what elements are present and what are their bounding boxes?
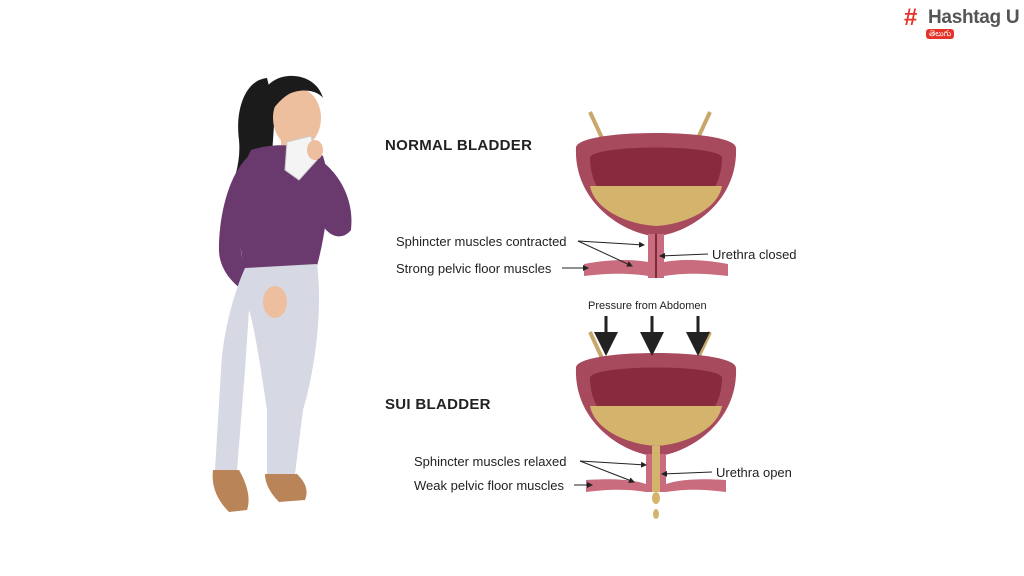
logo-hash-symbol: # xyxy=(904,4,918,31)
sui-pelvic-label: Weak pelvic floor muscles xyxy=(414,478,565,493)
sneezing-woman-illustration xyxy=(212,75,352,512)
normal-bladder-title: NORMAL BLADDER xyxy=(385,137,533,154)
sui-urethra-leader xyxy=(661,470,713,477)
sui-urethra-label: Urethra open xyxy=(716,465,792,480)
sui-sphincter-leader xyxy=(579,460,647,468)
sui-sphincter-leader-2 xyxy=(579,460,635,483)
normal-sphincter-leader xyxy=(577,240,645,248)
normal-urethra-leader xyxy=(659,252,709,259)
hashtag-u-logo: # Hashtag U తెలుగు xyxy=(904,4,1020,39)
sui-sphincter-label: Sphincter muscles relaxed xyxy=(414,454,567,469)
sui-bladder-title: SUI BLADDER xyxy=(385,396,491,413)
logo-name: Hashtag U xyxy=(928,7,1020,28)
normal-sphincter-leader-2 xyxy=(577,240,633,267)
logo-subtitle: తెలుగు xyxy=(926,29,955,39)
normal-sphincter-label: Sphincter muscles contracted xyxy=(396,234,567,249)
normal-urethra-label: Urethra closed xyxy=(712,247,797,262)
pressure-label: Pressure from Abdomen xyxy=(588,300,707,312)
normal-bladder-illustration xyxy=(575,111,737,278)
normal-pelvic-label: Strong pelvic floor muscles xyxy=(396,261,552,276)
